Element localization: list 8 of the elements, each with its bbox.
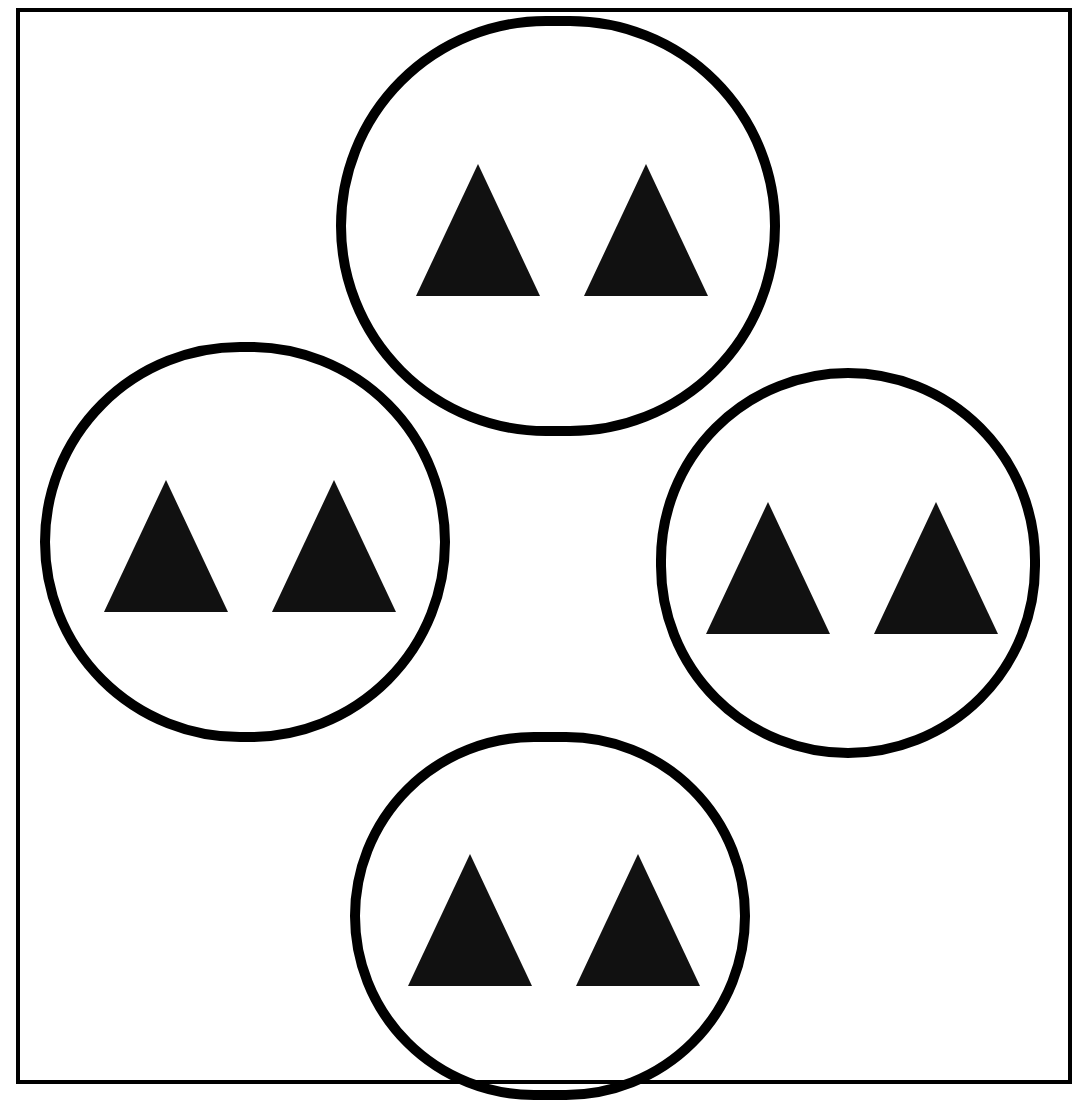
triangle (874, 501, 998, 633)
triangle (408, 854, 532, 986)
triangle (416, 164, 540, 296)
triangle (576, 854, 700, 986)
triangle (584, 164, 708, 296)
triangle (706, 501, 830, 633)
triangle (271, 480, 395, 612)
triangle (103, 480, 227, 612)
